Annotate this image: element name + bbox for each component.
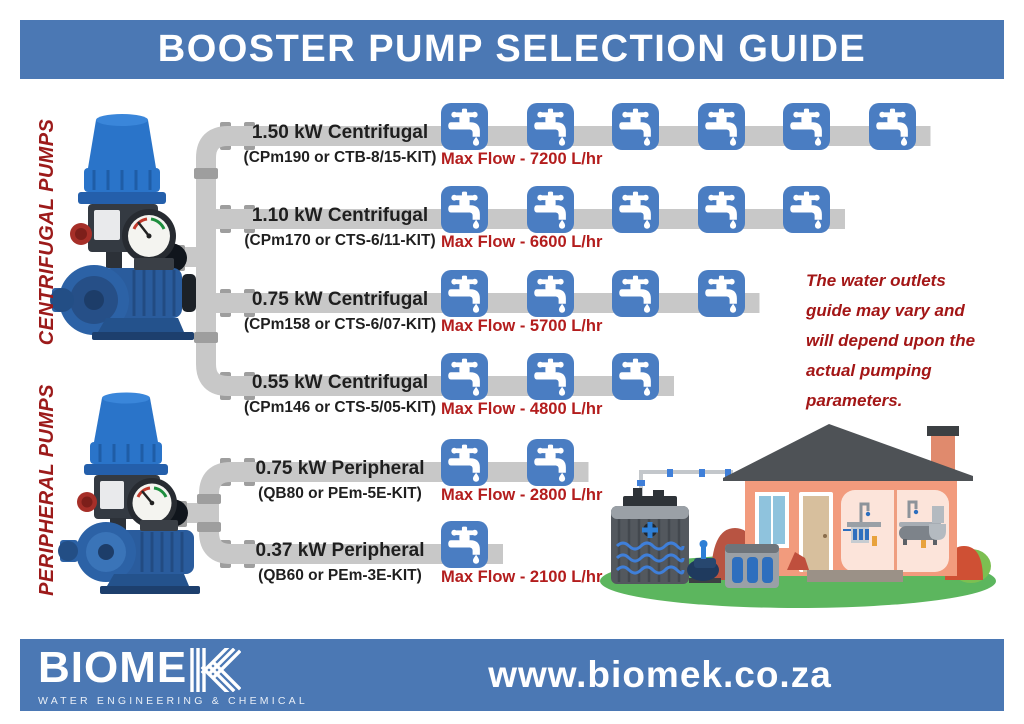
- faucet-icon: [697, 186, 745, 233]
- faucet-icon: [783, 186, 830, 233]
- page-title: BOOSTER PUMP SELECTION GUIDE: [157, 28, 867, 70]
- pump-kit-label: (QB80 or PEm-5E-KIT): [258, 485, 422, 502]
- max-flow-label: Max Flow - 2100 L/hr: [441, 568, 603, 586]
- website-link[interactable]: www.biomek.co.za: [488, 654, 832, 695]
- faucet-icon: [612, 353, 659, 400]
- note-line: The water outlets: [806, 271, 946, 290]
- pump-kit-label: (CPm170 or CTS-6/11-KIT): [244, 232, 436, 249]
- pump-power-label: 0.75 kW Centrifugal: [251, 289, 429, 310]
- max-flow-label: Max Flow - 7200 L/hr: [441, 150, 603, 168]
- faucet-icon: [526, 439, 574, 486]
- pump-power-label: 0.55 kW Centrifugal: [251, 372, 429, 393]
- faucet-icon: [441, 439, 488, 486]
- header-banner: BOOSTER PUMP SELECTION GUIDE: [20, 20, 1004, 79]
- pump-power-label: 0.75 kW Peripheral: [255, 458, 425, 479]
- faucet-icon: [526, 353, 574, 400]
- faucet-icon: [441, 186, 488, 233]
- faucet-icon: [697, 270, 745, 317]
- section-label-centrifugal: CENTRIFUGAL PUMPS: [36, 118, 58, 346]
- house-illustration: [600, 424, 996, 608]
- max-flow-label: Max Flow - 4800 L/hr: [441, 400, 603, 418]
- faucet-icon: [783, 103, 830, 150]
- faucet-icon: [441, 103, 488, 150]
- note-line: will depend upon the: [806, 331, 976, 350]
- note-line: guide may vary and: [806, 301, 965, 320]
- logo-wordmark: BIOME: [38, 643, 188, 692]
- peripheral-pump-image: [58, 392, 200, 594]
- disclaimer-note: The water outlets guide may vary and wil…: [806, 266, 1016, 416]
- note-line: actual pumping: [806, 361, 932, 380]
- centrifugal-pump-image: [50, 114, 196, 340]
- faucet-icon: [612, 270, 659, 317]
- footer-banner: BIOME WATER ENGINEERING & CHEMICAL www.b…: [20, 639, 1004, 711]
- note-line: parameters.: [806, 391, 903, 410]
- faucet-icon: [526, 103, 574, 150]
- faucet-icon: [868, 103, 916, 150]
- faucet-icon: [441, 353, 488, 400]
- faucet-icon: [697, 103, 745, 150]
- max-flow-label: Max Flow - 6600 L/hr: [441, 233, 603, 251]
- faucet-icon: [612, 103, 659, 150]
- pump-kit-label: (QB60 or PEm-3E-KIT): [258, 567, 422, 584]
- faucet-icon: [526, 186, 574, 233]
- logo-k-stripes-icon: [190, 648, 242, 692]
- pump-power-label: 1.50 kW Centrifugal: [251, 122, 429, 143]
- pump-kit-label: (CPm158 or CTS-6/07-KIT): [243, 316, 437, 333]
- faucet-icon: [441, 521, 488, 568]
- pump-kit-label: (CPm146 or CTS-5/05-KIT): [243, 399, 437, 416]
- faucet-icon: [441, 270, 488, 317]
- pump-power-label: 1.10 kW Centrifugal: [251, 205, 429, 226]
- max-flow-label: Max Flow - 5700 L/hr: [441, 317, 603, 335]
- max-flow-label: Max Flow - 2800 L/hr: [441, 486, 603, 504]
- pump-power-label: 0.37 kW Peripheral: [255, 540, 425, 561]
- pump-kit-label: (CPm190 or CTB-8/15-KIT): [243, 149, 437, 166]
- section-label-peripheral: PERIPHERAL PUMPS: [36, 384, 58, 596]
- logo-tagline: WATER ENGINEERING & CHEMICAL: [38, 695, 308, 707]
- biomek-logo: BIOME WATER ENGINEERING & CHEMICAL: [38, 643, 308, 708]
- faucet-icon: [526, 270, 574, 317]
- faucet-icon: [612, 186, 659, 233]
